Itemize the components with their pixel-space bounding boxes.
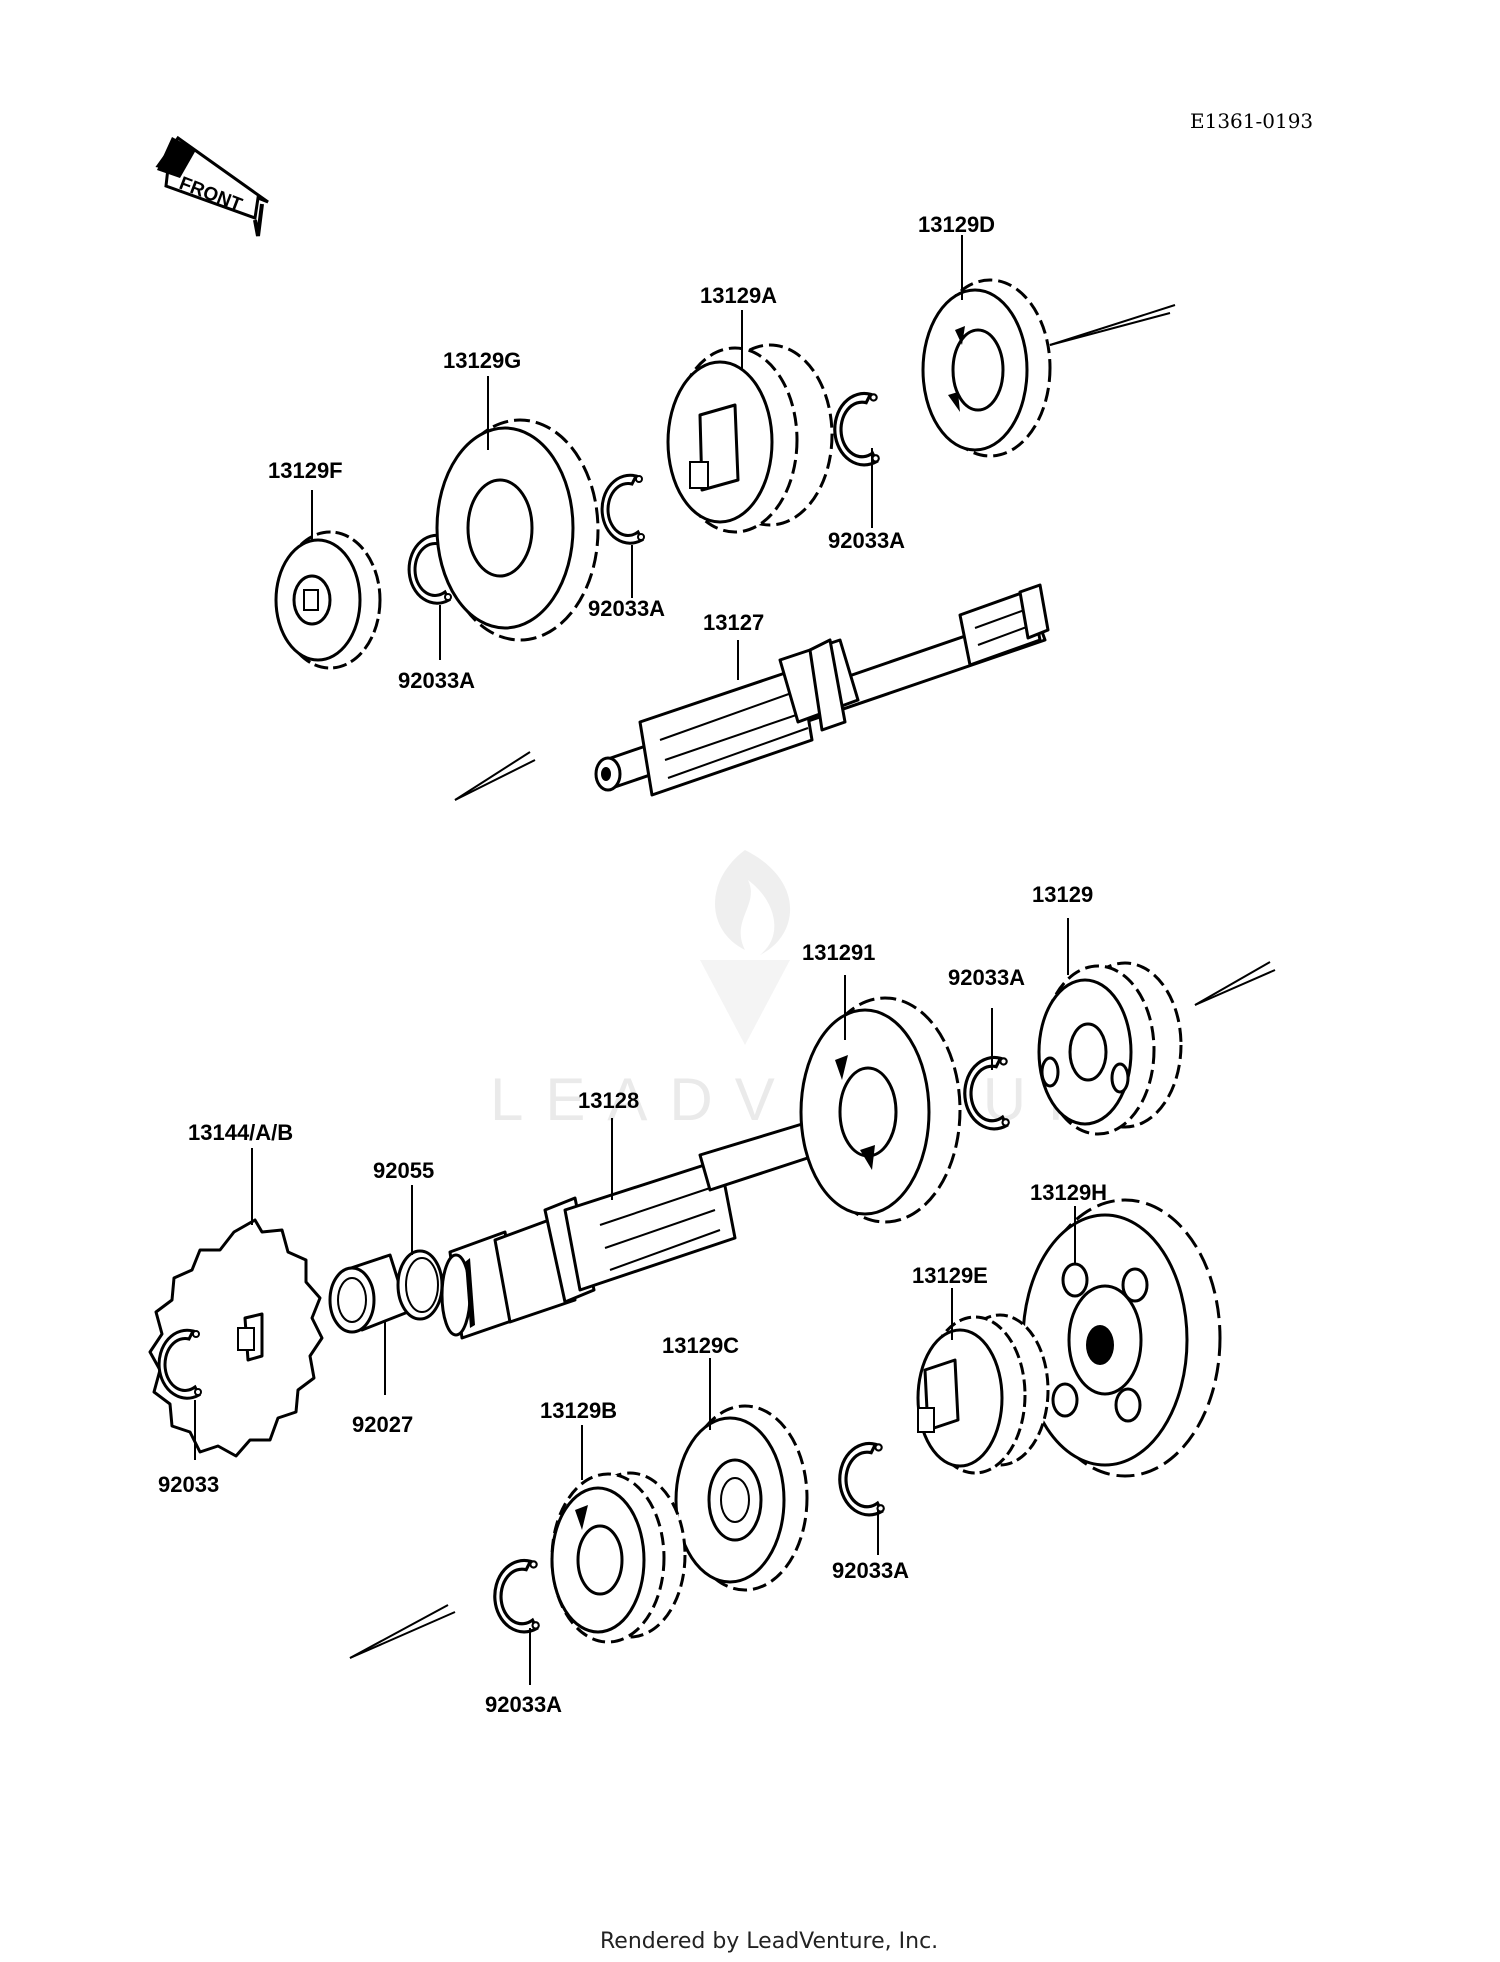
circlip-92033A-5 <box>838 1441 886 1517</box>
part-label-92033A-6: 92033A <box>485 1692 562 1717</box>
part-label-92033A-1: 92033A <box>398 668 475 693</box>
part-label-13127: 13127 <box>703 610 764 635</box>
part-label-92033: 92033 <box>158 1472 219 1497</box>
gear-13129A <box>666 343 834 534</box>
gear-13129C <box>674 1404 809 1592</box>
gear-13129B <box>550 1471 687 1644</box>
part-label-13129E: 13129E <box>912 1263 988 1288</box>
part-label-92033A-2: 92033A <box>588 596 665 621</box>
part-label-13129H: 13129H <box>1030 1180 1107 1205</box>
circlip-92033A-2 <box>600 473 646 545</box>
part-label-92055: 92055 <box>373 1158 434 1183</box>
diagram-code: E1361-0193 <box>1190 109 1313 133</box>
part-label-92033A-4: 92033A <box>948 965 1025 990</box>
footer-credit: Rendered by LeadVenture, Inc. <box>600 1929 938 1954</box>
part-label-92027: 92027 <box>352 1412 413 1437</box>
part-label-92033A-5: 92033A <box>832 1558 909 1583</box>
oring-92055 <box>396 1249 444 1321</box>
upper-shaft-assembly: 13127 13129F 92033A 13129G 92033A <box>268 212 1176 801</box>
gear-131291 <box>799 996 962 1224</box>
gear-13129G <box>435 418 600 642</box>
part-label-13129F: 13129F <box>268 458 343 483</box>
lower-shaft-assembly: 13144/A/B 92033 92027 92055 <box>148 882 1276 1717</box>
part-label-13144: 13144/A/B <box>188 1120 293 1145</box>
part-label-13129G: 13129G <box>443 348 521 373</box>
part-label-131291: 131291 <box>802 940 875 965</box>
part-label-13129B: 13129B <box>540 1398 617 1423</box>
gear-13129H <box>1021 1198 1222 1478</box>
collar-92027 <box>328 1253 410 1334</box>
gear-13129F <box>274 530 382 670</box>
part-label-13129C: 13129C <box>662 1333 739 1358</box>
front-arrow-icon: FRONT <box>155 135 269 237</box>
shaft-13127 <box>594 583 1050 797</box>
gear-13129D <box>921 278 1052 458</box>
part-label-13128: 13128 <box>578 1088 639 1113</box>
shaft-13128 <box>440 1116 837 1340</box>
part-label-13129D: 13129D <box>918 212 995 237</box>
part-label-92033A-3: 92033A <box>828 528 905 553</box>
part-label-13129: 13129 <box>1032 882 1093 907</box>
gear-13129 <box>1037 961 1183 1136</box>
part-label-13129A: 13129A <box>700 283 777 308</box>
gear-13129E <box>916 1313 1050 1475</box>
circlip-92033A-6 <box>493 1558 541 1634</box>
